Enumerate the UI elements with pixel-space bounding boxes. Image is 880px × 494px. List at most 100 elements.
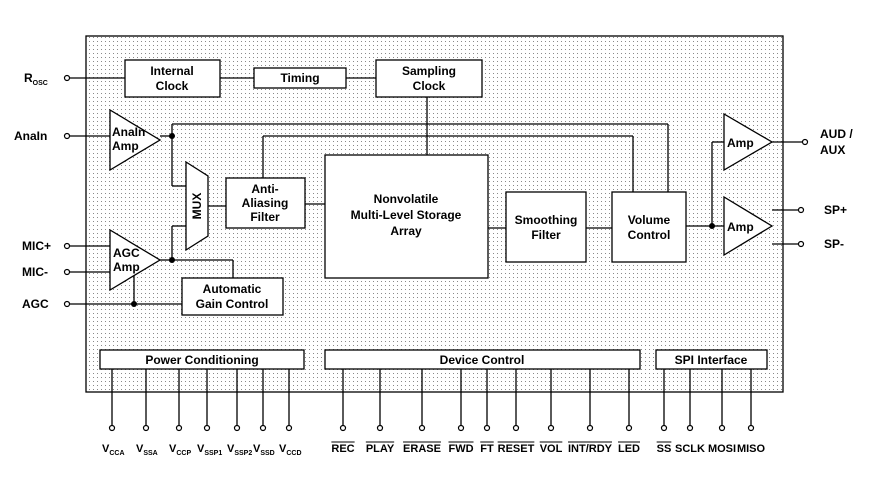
sampling-clock-block: Sampling Clock bbox=[375, 59, 483, 98]
agc-amp-label-1: AGC bbox=[113, 246, 140, 260]
automatic-gain-control-block: Automatic Gain Control bbox=[181, 277, 284, 316]
sp-plus-label: SP+ bbox=[824, 203, 847, 217]
internal-clock-label-1: Internal bbox=[150, 64, 193, 78]
sp-plus-pin bbox=[797, 206, 805, 214]
device-reset-pin bbox=[512, 424, 520, 432]
left-pins: ROSC AnaIn MIC+ MIC- AGC bbox=[14, 71, 71, 311]
power-ssa-sub: SSA bbox=[143, 450, 157, 457]
device-reset-label: RESET bbox=[498, 443, 535, 455]
storage-array-block: Nonvolatile Multi-Level Storage Array bbox=[324, 154, 489, 279]
spi-miso-label: MISO bbox=[737, 443, 766, 455]
spi-miso-pin bbox=[747, 424, 755, 432]
sampling-clock-label-2: Clock bbox=[413, 79, 446, 93]
device-fwd-label: FWD bbox=[448, 443, 473, 455]
spi-ss-label: SS bbox=[657, 443, 672, 455]
device-led-pin bbox=[625, 424, 633, 432]
mic-plus-pin bbox=[63, 242, 71, 250]
power-ccp-label: VCCP bbox=[169, 443, 191, 457]
power-ssd-label: VSSD bbox=[253, 443, 275, 457]
signal-wires bbox=[70, 77, 802, 305]
internal-clock-label-2: Clock bbox=[156, 79, 189, 93]
mic-minus-pin bbox=[63, 268, 71, 276]
device-rec-label: REC bbox=[331, 443, 354, 455]
smoothing-label-1: Smoothing bbox=[515, 213, 578, 227]
device-vol-label: VOL bbox=[540, 443, 563, 455]
agc-label: AGC bbox=[22, 297, 49, 311]
rosc-label: ROSC bbox=[24, 71, 48, 87]
sampling-clock-label-1: Sampling bbox=[402, 64, 456, 78]
power-ccd-main: V bbox=[279, 443, 287, 455]
device-vol-pin bbox=[547, 424, 555, 432]
power-ccd-sub: CCD bbox=[286, 450, 301, 457]
agc-amp-triangle: AGC Amp bbox=[109, 228, 162, 292]
power-cca-main: V bbox=[102, 443, 110, 455]
storage-label-1: Nonvolatile bbox=[374, 192, 439, 206]
power-ssd-sub: SSD bbox=[260, 450, 274, 457]
device-play-pin bbox=[376, 424, 384, 432]
storage-label-3: Array bbox=[390, 224, 422, 238]
power-ccp-sub: CCP bbox=[176, 450, 191, 457]
power-ssd-pin bbox=[259, 424, 267, 432]
spi-interface-block: SPI Interface bbox=[655, 349, 768, 370]
power-ssp2-main: V bbox=[227, 443, 235, 455]
aud-aux-pin bbox=[801, 138, 809, 146]
power-ssp2-pin bbox=[233, 424, 241, 432]
storage-label-2: Multi-Level Storage bbox=[351, 208, 462, 222]
volume-label-1: Volume bbox=[628, 213, 671, 227]
agc-pin bbox=[63, 300, 71, 308]
power-ssa-main: V bbox=[136, 443, 144, 455]
spi-mosi-pin bbox=[718, 424, 726, 432]
power-ccd-pin bbox=[285, 424, 293, 432]
spi-sclk-pin bbox=[686, 424, 694, 432]
agc-block-label-2: Gain Control bbox=[196, 297, 269, 311]
device-led-label: LED bbox=[618, 443, 640, 455]
spi-sclk-label: SCLK bbox=[675, 443, 705, 455]
output-amp-bottom-triangle: Amp bbox=[723, 195, 774, 257]
mux-label: MUX bbox=[190, 193, 204, 220]
smoothing-label-2: Filter bbox=[531, 228, 561, 242]
spi-mosi-label: MOSI bbox=[708, 443, 736, 455]
aud-aux-label-2: AUX bbox=[820, 143, 845, 157]
sp-minus-pin bbox=[797, 240, 805, 248]
power-cca-label: VCCA bbox=[102, 443, 125, 457]
anain-label: AnaIn bbox=[14, 129, 47, 143]
rosc-pin bbox=[63, 74, 71, 82]
spi-ss-pin bbox=[660, 424, 668, 432]
right-pins: AUD / AUX SP+ SP- bbox=[797, 127, 853, 251]
spi-interface-label: SPI Interface bbox=[675, 353, 748, 367]
device-int-rdy-pin bbox=[586, 424, 594, 432]
power-ssp2-sub: SSP2 bbox=[234, 450, 252, 457]
volume-label-2: Control bbox=[628, 228, 671, 242]
anain-amp-label-2: Amp bbox=[112, 139, 139, 153]
device-int-rdy-label: INT/RDY bbox=[568, 443, 613, 455]
internal-clock-block: Internal Clock bbox=[124, 59, 221, 98]
amp-bottom-label: Amp bbox=[727, 220, 754, 234]
power-ssp1-label: VSSP1 bbox=[197, 443, 222, 457]
power-ccd-label: VCCD bbox=[279, 443, 302, 457]
volume-control-block: Volume Control bbox=[611, 191, 687, 263]
timing-block: Timing bbox=[253, 67, 347, 89]
device-ft-label: FT bbox=[480, 443, 494, 455]
power-ssp2-label: VSSP2 bbox=[227, 443, 252, 457]
device-ft-pin bbox=[483, 424, 491, 432]
power-ssa-pin bbox=[142, 424, 150, 432]
mic-plus-label: MIC+ bbox=[22, 239, 51, 253]
mux-block: MUX bbox=[185, 160, 209, 252]
aud-aux-label-1: AUD / bbox=[820, 127, 853, 141]
anain-amp-label-1: AnaIn bbox=[112, 125, 145, 139]
power-conditioning-block: Power Conditioning bbox=[99, 349, 305, 370]
power-ssp1-pin bbox=[203, 424, 211, 432]
power-ssp1-sub: SSP1 bbox=[204, 450, 222, 457]
power-cca-sub: CCA bbox=[109, 450, 124, 457]
agc-block-label-1: Automatic bbox=[203, 282, 262, 296]
device-control-block: Device Control bbox=[324, 349, 641, 370]
device-erase-label: ERASE bbox=[403, 443, 441, 455]
anti-aliasing-label-1: Anti- bbox=[251, 182, 278, 196]
power-ccp-pin bbox=[175, 424, 183, 432]
smoothing-filter-block: Smoothing Filter bbox=[505, 191, 587, 263]
power-ccp-main: V bbox=[169, 443, 177, 455]
anti-aliasing-label-3: Filter bbox=[250, 210, 280, 224]
device-play-label: PLAY bbox=[366, 443, 395, 455]
output-amp-top-triangle: Amp bbox=[723, 112, 774, 172]
